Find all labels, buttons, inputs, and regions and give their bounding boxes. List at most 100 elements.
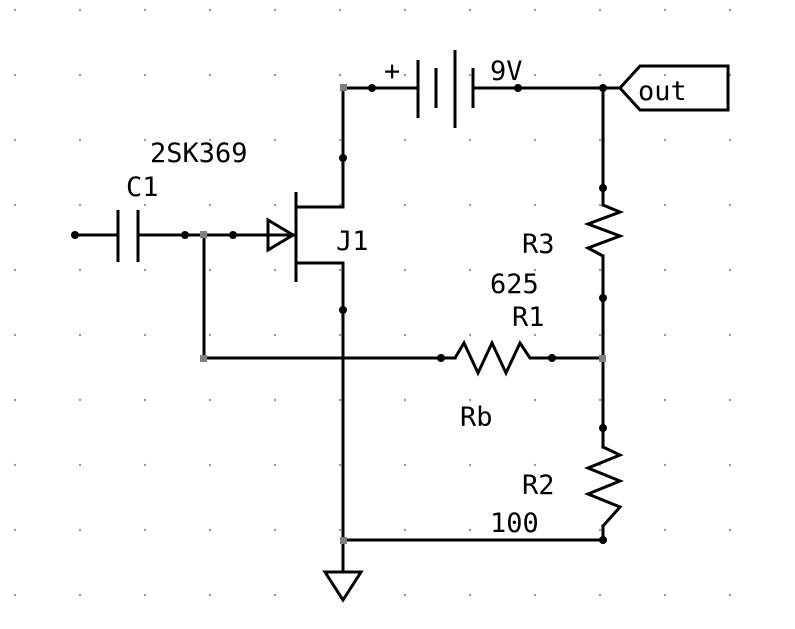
grid-dot bbox=[403, 203, 407, 207]
labels: 2SK369 C1 J1 + 9V out R3 625 R1 Rb R2 10… bbox=[126, 56, 687, 539]
capacitor-c1 bbox=[116, 210, 140, 262]
junction-dot bbox=[548, 354, 556, 362]
grid-dot bbox=[468, 528, 472, 532]
grid-dot bbox=[338, 333, 342, 337]
grid-dot bbox=[338, 8, 342, 12]
grid-dot bbox=[78, 73, 82, 77]
grid-dot bbox=[663, 8, 667, 12]
grid-dot bbox=[533, 463, 537, 467]
out-port-label: out bbox=[638, 76, 687, 107]
grid-dot bbox=[273, 138, 277, 142]
grid-dot bbox=[208, 463, 212, 467]
grid-dot bbox=[78, 268, 82, 272]
c1-label: C1 bbox=[126, 172, 159, 203]
grid-dot bbox=[13, 593, 17, 597]
grid-dot bbox=[663, 593, 667, 597]
junction-dots bbox=[71, 84, 607, 544]
grid-dot bbox=[208, 528, 212, 532]
grid-dot bbox=[208, 138, 212, 142]
grid-dot bbox=[533, 333, 537, 337]
grid-dot bbox=[598, 593, 602, 597]
battery-9v bbox=[416, 50, 475, 128]
grid-dot bbox=[78, 138, 82, 142]
grid-dot bbox=[663, 528, 667, 532]
junction-dot bbox=[599, 294, 607, 302]
junction-dot bbox=[599, 184, 607, 192]
junction-dot bbox=[71, 231, 79, 239]
grid-dot bbox=[208, 8, 212, 12]
grid-dot bbox=[728, 268, 732, 272]
junction-dot bbox=[339, 154, 347, 162]
pin-marker bbox=[200, 231, 207, 238]
ground-icon bbox=[322, 570, 364, 603]
grid-dot bbox=[78, 333, 82, 337]
r2-value-label: 100 bbox=[490, 508, 539, 539]
grid-dot bbox=[728, 528, 732, 532]
grid-dot bbox=[533, 268, 537, 272]
grid-dot bbox=[273, 398, 277, 402]
grid-dot bbox=[13, 138, 17, 142]
grid-dot bbox=[78, 203, 82, 207]
pin-marker bbox=[340, 537, 347, 544]
grid-dot bbox=[13, 528, 17, 532]
grid-dot bbox=[273, 333, 277, 337]
grid-dot bbox=[143, 333, 147, 337]
grid-dot bbox=[533, 73, 537, 77]
grid-dot bbox=[533, 593, 537, 597]
grid-dot bbox=[533, 528, 537, 532]
grid-dot bbox=[208, 593, 212, 597]
grid-dot bbox=[598, 333, 602, 337]
grid-dot bbox=[143, 528, 147, 532]
resistor-r2 bbox=[584, 445, 624, 528]
grid-dot bbox=[598, 528, 602, 532]
resistor-r3 bbox=[583, 203, 625, 258]
grid-dot bbox=[598, 268, 602, 272]
grid-dot bbox=[533, 8, 537, 12]
grid-dot bbox=[338, 528, 342, 532]
grid-dot bbox=[13, 268, 17, 272]
battery-voltage-label: 9V bbox=[490, 56, 523, 87]
resistor-r1 bbox=[453, 339, 540, 377]
grid-dot bbox=[728, 138, 732, 142]
junction-dot bbox=[514, 84, 522, 92]
grid-dot bbox=[598, 398, 602, 402]
grid-dot bbox=[468, 398, 472, 402]
grid-dot bbox=[273, 203, 277, 207]
junction-dot bbox=[229, 231, 237, 239]
grid-dot bbox=[403, 268, 407, 272]
background-grid bbox=[13, 8, 732, 597]
grid-dot bbox=[663, 268, 667, 272]
grid-dot bbox=[468, 138, 472, 142]
grid-dot bbox=[468, 463, 472, 467]
grid-dot bbox=[143, 398, 147, 402]
grid-dot bbox=[78, 398, 82, 402]
grid-dot bbox=[143, 8, 147, 12]
grid-dot bbox=[143, 268, 147, 272]
grid-dot bbox=[663, 398, 667, 402]
grid-dot bbox=[78, 463, 82, 467]
grid-dot bbox=[208, 333, 212, 337]
grid-dot bbox=[208, 203, 212, 207]
jfet-j1 bbox=[266, 192, 298, 282]
grid-dot bbox=[403, 333, 407, 337]
grid-dot bbox=[468, 333, 472, 337]
junction-dot bbox=[599, 84, 607, 92]
grid-dot bbox=[13, 463, 17, 467]
grid-dot bbox=[338, 398, 342, 402]
grid-dot bbox=[468, 73, 472, 77]
grid-dot bbox=[208, 73, 212, 77]
grid-dot bbox=[663, 73, 667, 77]
j1-label: J1 bbox=[336, 226, 369, 257]
grid-dot bbox=[143, 73, 147, 77]
grid-dot bbox=[663, 333, 667, 337]
junction-dot bbox=[437, 354, 445, 362]
r3-label: R3 bbox=[522, 229, 555, 260]
grid-dot bbox=[728, 203, 732, 207]
junction-dot bbox=[599, 536, 607, 544]
grid-dot bbox=[728, 398, 732, 402]
grid-dot bbox=[468, 203, 472, 207]
jfet-gate-arrow-icon bbox=[266, 217, 296, 253]
grid-dot bbox=[728, 593, 732, 597]
grid-dot bbox=[273, 593, 277, 597]
grid-dot bbox=[468, 8, 472, 12]
